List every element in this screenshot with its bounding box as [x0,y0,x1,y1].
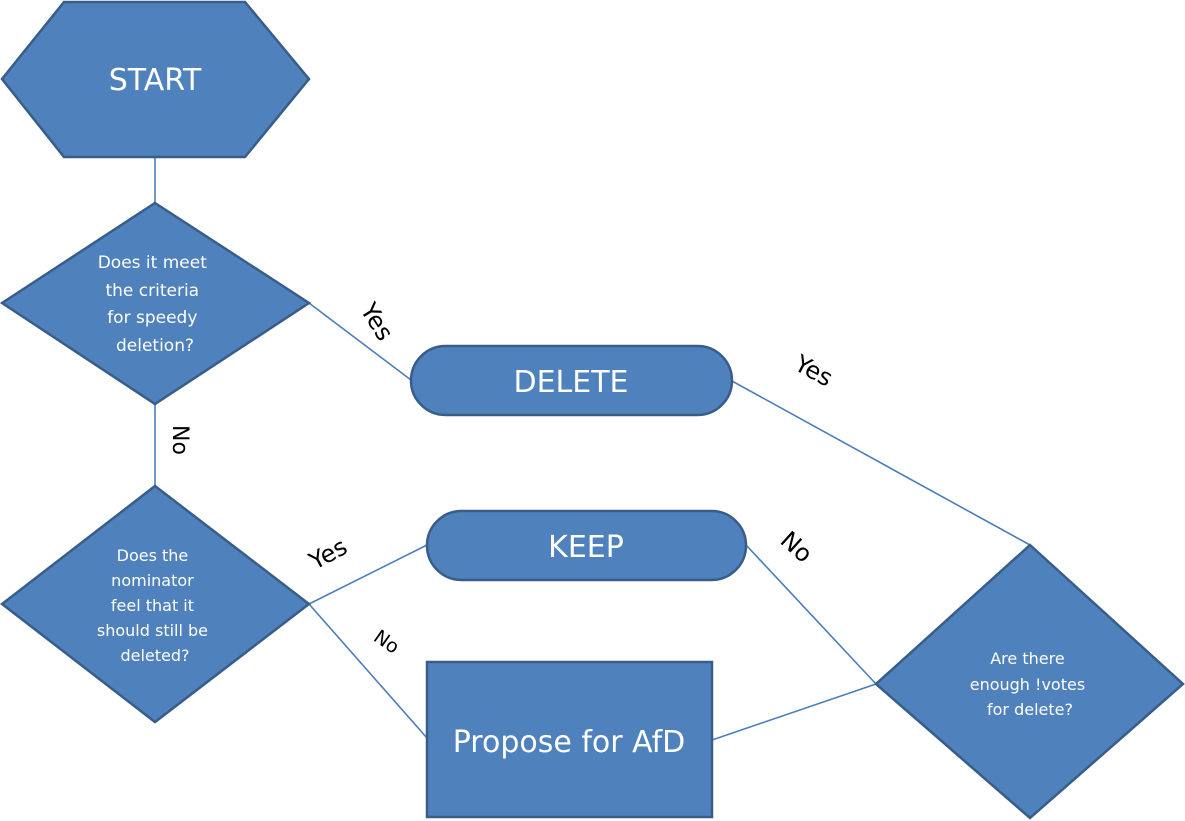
speedy-question-label: Does it meet the criteria for speedy del… [98,253,213,356]
speedy-question-line-4: deletion? [116,336,194,356]
edge-label-nominator-no: No [370,626,404,659]
edge-label-speedy-yes: Yes [354,297,399,346]
nominator-question-line-4: should still be [97,621,208,640]
edge-label-speedy-no: No [167,425,192,455]
votes-question-label: Are there enough !votes for delete? [970,649,1091,719]
nominator-question-label: Does the nominator feel that it should s… [97,546,213,665]
start-label: START [109,63,202,98]
speedy-question-line-2: the criteria [105,281,199,301]
votes-question-line-1: Are there [990,649,1064,668]
edge-label-nominator-yes: Yes [304,532,352,575]
propose-afd-label: Propose for AfD [453,725,686,760]
edge-label-votes-yes: Yes [789,349,837,392]
connector-nominator-to-keep [308,544,428,605]
edge-label-votes-no: No [775,526,818,569]
speedy-question-line-1: Does it meet [98,253,207,273]
connector-keep-to-votes [745,544,877,685]
speedy-deletion-decision [0,201,312,406]
votes-question-line-3: for delete? [987,700,1073,719]
votes-question-line-2: enough !votes [970,675,1085,694]
nominator-decision [0,484,312,724]
speedy-question-line-3: for speedy [107,308,197,328]
delete-node [409,344,734,417]
nominator-question-line-1: Does the [117,546,189,565]
connector-nominator-to-propose [308,603,428,739]
votes-decision [874,543,1185,820]
connector-propose-to-votes [711,683,877,741]
start-node [0,0,311,159]
propose-afd-node [425,660,714,819]
keep-label: KEEP [548,530,624,565]
connector-delete-to-votes [731,380,1031,546]
nominator-question-line-5: deleted? [120,646,189,665]
nominator-question-line-3: feel that it [111,596,194,615]
connector-speedy-to-delete [308,302,412,381]
nominator-question-line-2: nominator [111,571,194,590]
keep-node [425,509,748,582]
delete-label: DELETE [513,365,628,400]
